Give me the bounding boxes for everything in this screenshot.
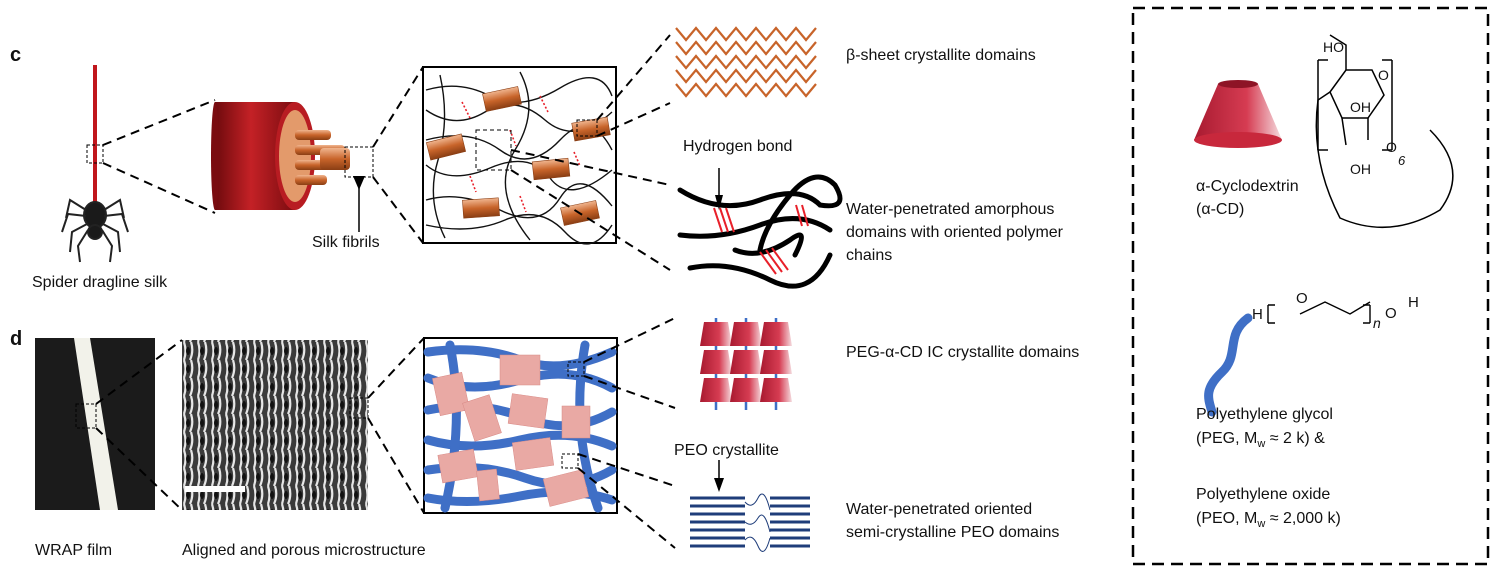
wrap-film-label: WRAP film xyxy=(35,542,113,559)
amorphous-chains xyxy=(677,174,843,289)
sem-micrograph xyxy=(182,340,368,510)
alpha-cd-label-2: (α-CD) xyxy=(1196,201,1245,218)
peg-h2: H xyxy=(1408,294,1419,311)
legend-box xyxy=(1131,6,1490,566)
beta-sheet-label: β-sheet crystallite domains xyxy=(846,47,1036,64)
chem-oh-2: OH xyxy=(1350,161,1371,177)
peo-crystallite-label: PEO crystallite xyxy=(674,442,779,459)
alpha-cd-label-1: α-Cyclodextrin xyxy=(1196,178,1299,195)
ic-crystallite-label: PEG-α-CD IC crystallite domains xyxy=(846,344,1080,361)
peo-domain-label-1: Water-penetrated oriented xyxy=(846,501,1033,518)
peo-label-2: (PEO, Mw ≈ 2,000 k) xyxy=(1196,510,1341,531)
silk-domain-box xyxy=(422,66,617,245)
beta-zoom-box xyxy=(576,119,598,137)
chem-six: 6 xyxy=(1398,153,1406,168)
peg-h1: H xyxy=(1252,306,1263,323)
peg-o1: O xyxy=(1296,290,1308,307)
spider-dragline-label: Spider dragline silk xyxy=(32,274,168,291)
alpha-cd-cone-icon xyxy=(1194,80,1282,148)
peo-label-1: Polyethylene oxide xyxy=(1196,486,1331,503)
hydrogen-bond-label: Hydrogen bond xyxy=(683,138,793,155)
peg-chain-icon xyxy=(1204,313,1253,417)
chem-oh-1: OH xyxy=(1350,99,1371,115)
ic-crystallite-columns xyxy=(700,318,792,410)
peo-domain-label-2: semi-crystalline PEO domains xyxy=(846,524,1060,541)
silk-fibrils-label: Silk fibrils xyxy=(312,234,380,251)
chem-o-2: O xyxy=(1386,139,1397,155)
cyclodextrin-structure xyxy=(1315,34,1454,229)
silk-fiber-cylinder xyxy=(211,102,350,210)
amorphous-label-2: domains with oriented polymer xyxy=(846,224,1063,241)
spider-icon xyxy=(61,198,129,263)
peg-formula xyxy=(1267,301,1371,324)
amorphous-label-1: Water-penetrated amorphous xyxy=(846,201,1055,218)
amorphous-label-3: chains xyxy=(846,247,893,264)
wrap-domain-box xyxy=(423,337,618,514)
chem-ho: HO xyxy=(1323,39,1344,55)
amorphous-zoom-box xyxy=(475,129,512,171)
peo-lamellae xyxy=(690,493,810,552)
peg-label-1: Polyethylene glycol xyxy=(1196,406,1333,423)
scale-bar xyxy=(185,486,245,492)
hbond-marks xyxy=(713,204,809,275)
chem-o-1: O xyxy=(1378,67,1389,83)
beta-sheet-zigzag xyxy=(674,26,818,98)
peg-o2: O xyxy=(1385,305,1397,322)
peg-n: n xyxy=(1373,315,1381,331)
microstructure-label: Aligned and porous microstructure xyxy=(182,542,426,559)
thread-zoom-box xyxy=(86,144,104,164)
panel-label-d: d xyxy=(10,328,23,350)
peg-label-2: (PEG, Mw ≈ 2 k) & xyxy=(1196,430,1325,451)
fibril-arrow xyxy=(353,176,365,190)
panel-label-c: c xyxy=(10,44,22,66)
